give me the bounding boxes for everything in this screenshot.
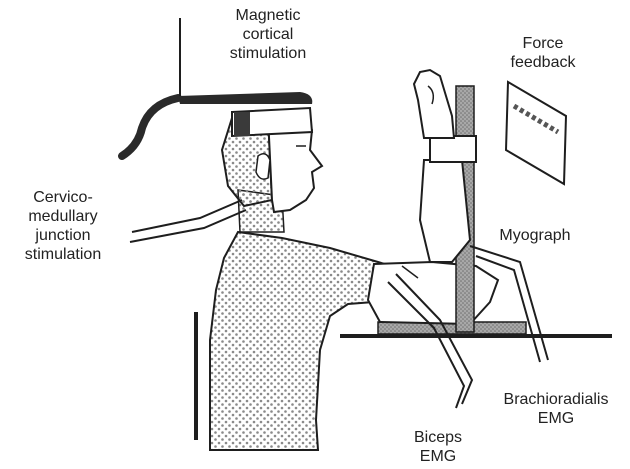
ear [256,154,270,179]
label-brachioradialis-emg: Brachioradialis EMG [488,390,624,428]
hand [414,70,454,138]
label-cervico-medullary-junction-stimulation: Cervico- medullary junction stimulation [4,188,122,264]
torso-shirt [210,232,400,450]
label-magnetic-cortical-stimulation: Magnetic cortical stimulation [212,6,324,63]
magnetic-coil [178,92,312,104]
coil-cable [122,98,178,156]
label-biceps-emg: Biceps EMG [400,428,476,466]
label-myograph: Myograph [488,226,582,245]
label-force-feedback: Force feedback [500,34,586,72]
upper-arm [368,262,498,324]
forearm [420,160,470,262]
wrist-cuff [430,136,476,162]
cervico-lead-lower [130,210,246,242]
coil-holder [234,112,250,136]
cervico-lead-upper [132,200,242,232]
